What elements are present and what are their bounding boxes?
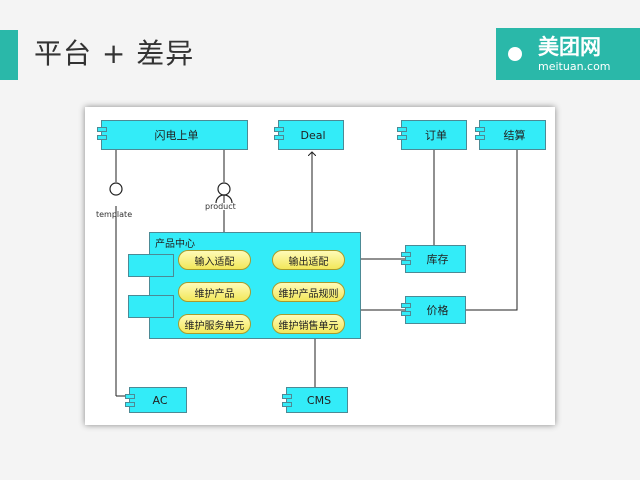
settlement-label: 结算 <box>503 129 526 142</box>
component-port-icon <box>125 394 135 399</box>
component-port-icon <box>475 135 485 140</box>
component-port-icon <box>397 127 407 132</box>
component-port-icon <box>274 127 284 132</box>
component-port-icon <box>397 135 407 140</box>
product-interface-icon <box>217 182 231 196</box>
component-port-icon <box>97 135 107 140</box>
deal-component: Deal <box>274 120 344 150</box>
component-port-icon <box>475 127 485 132</box>
settlement-component: 结算 <box>475 120 546 150</box>
product-center-component: 产品中心 输入适配 输出适配 维护产品 维护产品规则 维护服务单元 维护销售单元 <box>128 232 361 339</box>
logo-name: 美团网 <box>538 35 601 59</box>
deal-label: Deal <box>300 128 326 142</box>
maintain-sales-unit-pill: 维护销售单元 <box>272 314 345 334</box>
component-port-icon <box>401 252 411 257</box>
line-settlement-price <box>443 150 518 311</box>
order-component: 订单 <box>397 120 467 150</box>
price-component: 价格 <box>401 296 466 324</box>
brand-logo: 美团网 meituan.com <box>496 28 640 80</box>
template-interface-icon <box>109 182 123 196</box>
ac-label: AC <box>152 393 168 407</box>
maintain-product-pill: 维护产品 <box>178 282 251 302</box>
flash-sale-label: 闪电上单 <box>154 129 199 142</box>
title-accent-bar <box>0 30 18 80</box>
product-center-title: 产品中心 <box>155 239 195 250</box>
component-port-icon <box>401 260 411 265</box>
component-port-icon <box>125 402 135 407</box>
flash-sale-component: 闪电上单 <box>97 120 248 150</box>
diagram-connectors <box>109 150 518 397</box>
cms-component: CMS <box>282 387 348 413</box>
output-adapter-pill: 输出适配 <box>272 250 345 270</box>
component-port-icon <box>401 303 411 308</box>
logo-dot-icon <box>508 47 522 61</box>
component-port-icon <box>128 295 174 318</box>
ac-component: AC <box>125 387 187 413</box>
page-title: 平台 + 差异 <box>34 37 195 70</box>
input-adapter-pill: 输入适配 <box>178 250 251 270</box>
architecture-diagram: template product 闪电上单 Deal 订单 结算 产品中心 输入… <box>85 107 555 425</box>
cms-label: CMS <box>306 393 332 407</box>
maintain-product-rules-pill: 维护产品规则 <box>272 282 345 302</box>
maintain-service-unit-pill: 维护服务单元 <box>178 314 251 334</box>
inventory-component: 库存 <box>401 245 466 273</box>
component-port-icon <box>282 402 292 407</box>
order-label: 订单 <box>425 129 447 142</box>
price-label: 价格 <box>426 304 449 317</box>
logo-url: meituan.com <box>538 60 611 73</box>
product-label: product <box>205 202 236 211</box>
component-port-icon <box>401 311 411 316</box>
template-label: template <box>96 210 133 219</box>
inventory-label: 库存 <box>426 253 449 266</box>
component-port-icon <box>274 135 284 140</box>
component-port-icon <box>128 254 174 277</box>
component-port-icon <box>282 394 292 399</box>
component-port-icon <box>97 127 107 132</box>
